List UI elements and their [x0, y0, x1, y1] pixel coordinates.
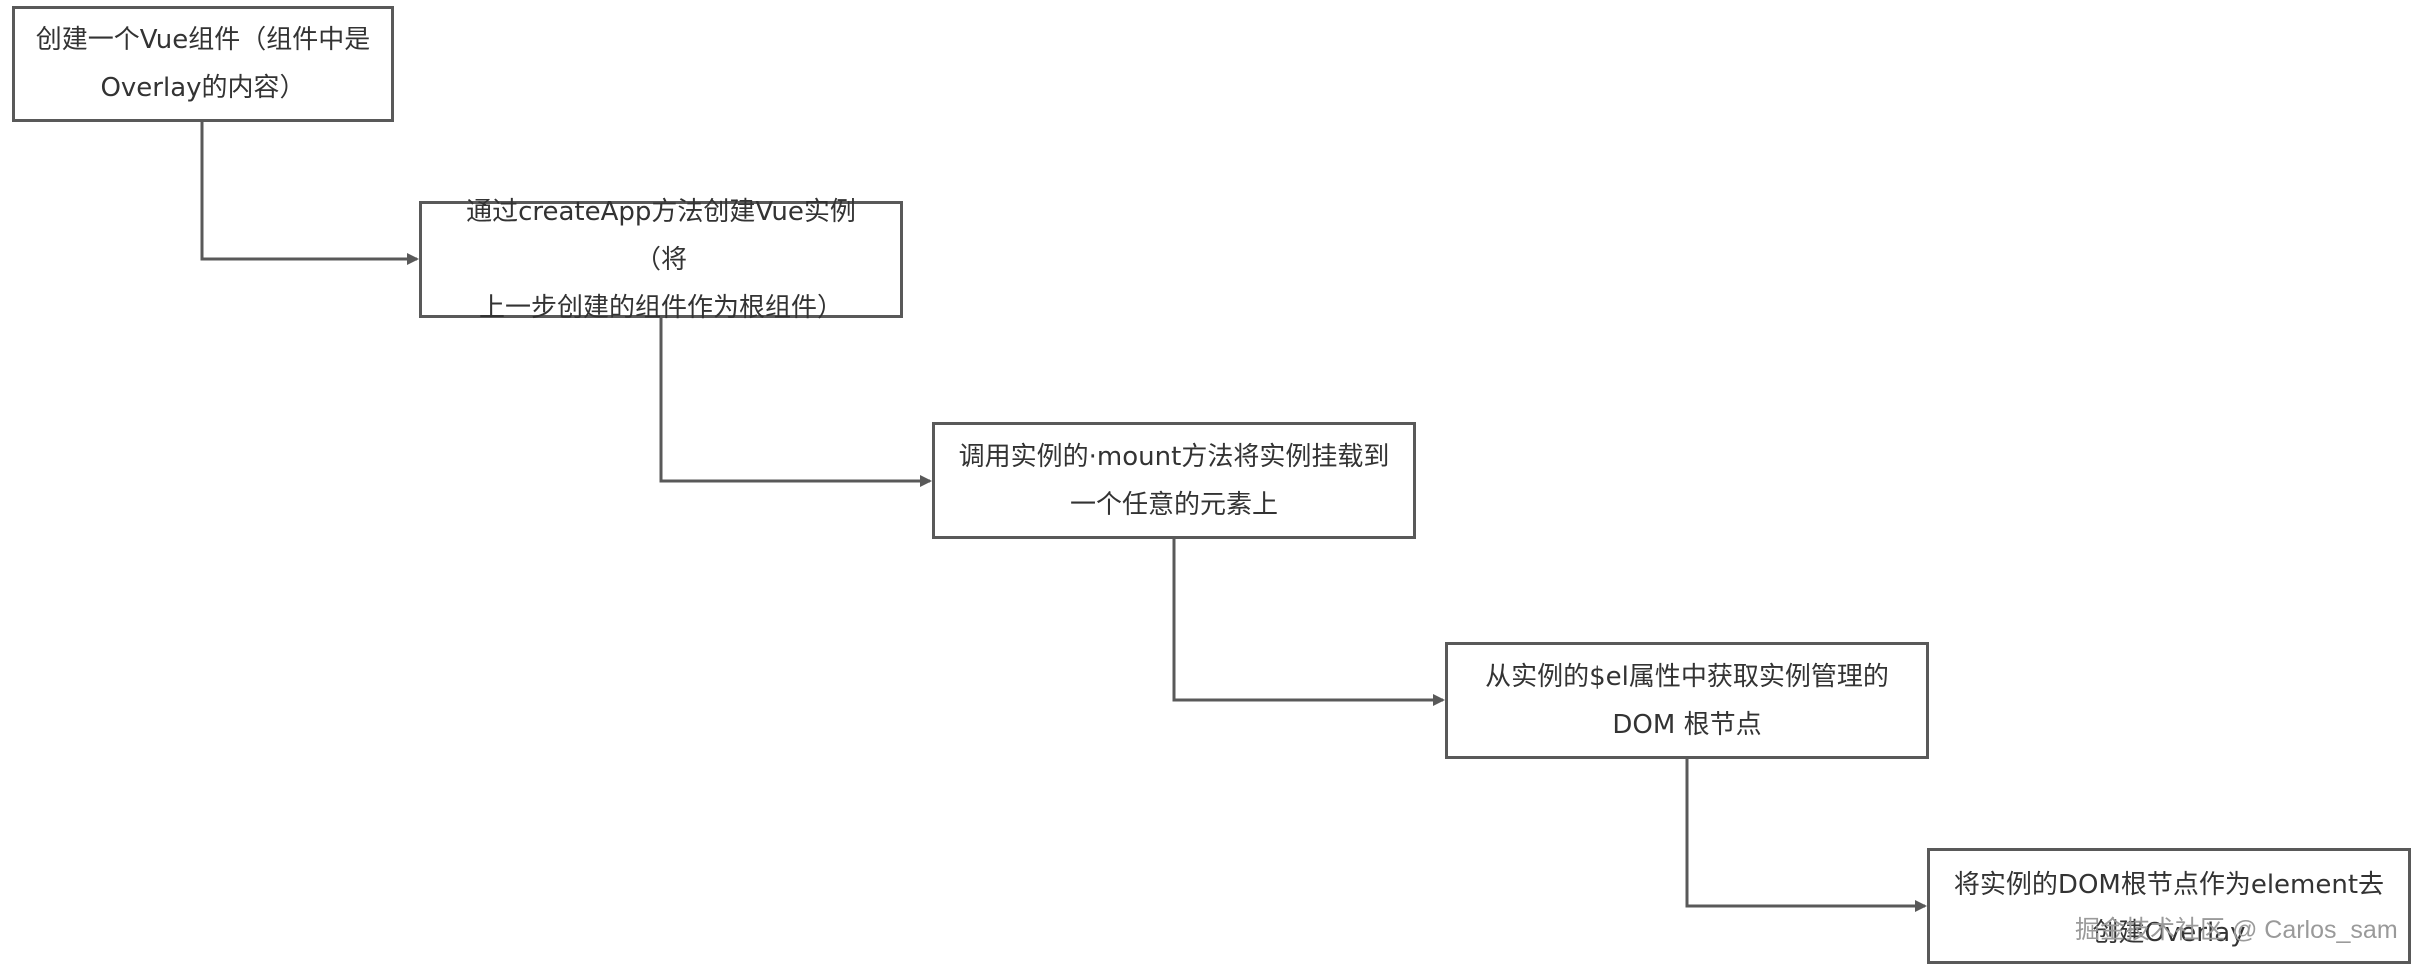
step-create-vue-component: 创建一个Vue组件（组件中是 Overlay的内容） — [12, 6, 394, 122]
step-create-app-instance: 通过createApp方法创建Vue实例 （将 上一步创建的组件作为根组件） — [419, 197, 903, 323]
step-get-root-node: 从实例的$el属性中获取实例管理的 DOM 根节点 — [1445, 642, 1929, 759]
connector-arrow — [1172, 539, 1445, 706]
step-label: 将实例的DOM根节点作为element去 创建Overlay — [1953, 870, 2385, 948]
step-mount-instance: 调用实例的·mount方法将实例挂载到 一个任意的元素上 — [932, 422, 1416, 539]
step-label: 调用实例的·mount方法将实例挂载到 一个任意的元素上 — [958, 441, 1390, 520]
watermark: 掘金技术社区 @ Carlos_sam — [2075, 916, 2398, 944]
step-label: 通过createApp方法创建Vue实例 （将 上一步创建的组件作为根组件） — [466, 196, 856, 323]
step-label: 创建一个Vue组件（组件中是 Overlay的内容） — [35, 25, 371, 103]
step-label: 从实例的$el属性中获取实例管理的 DOM 根节点 — [1485, 661, 1889, 740]
step-create-overlay: 将实例的DOM根节点作为element去 创建Overlay — [1927, 848, 2411, 964]
connector-arrow — [200, 122, 419, 265]
connector-arrow — [659, 318, 932, 487]
connector-arrow — [1685, 759, 1927, 912]
